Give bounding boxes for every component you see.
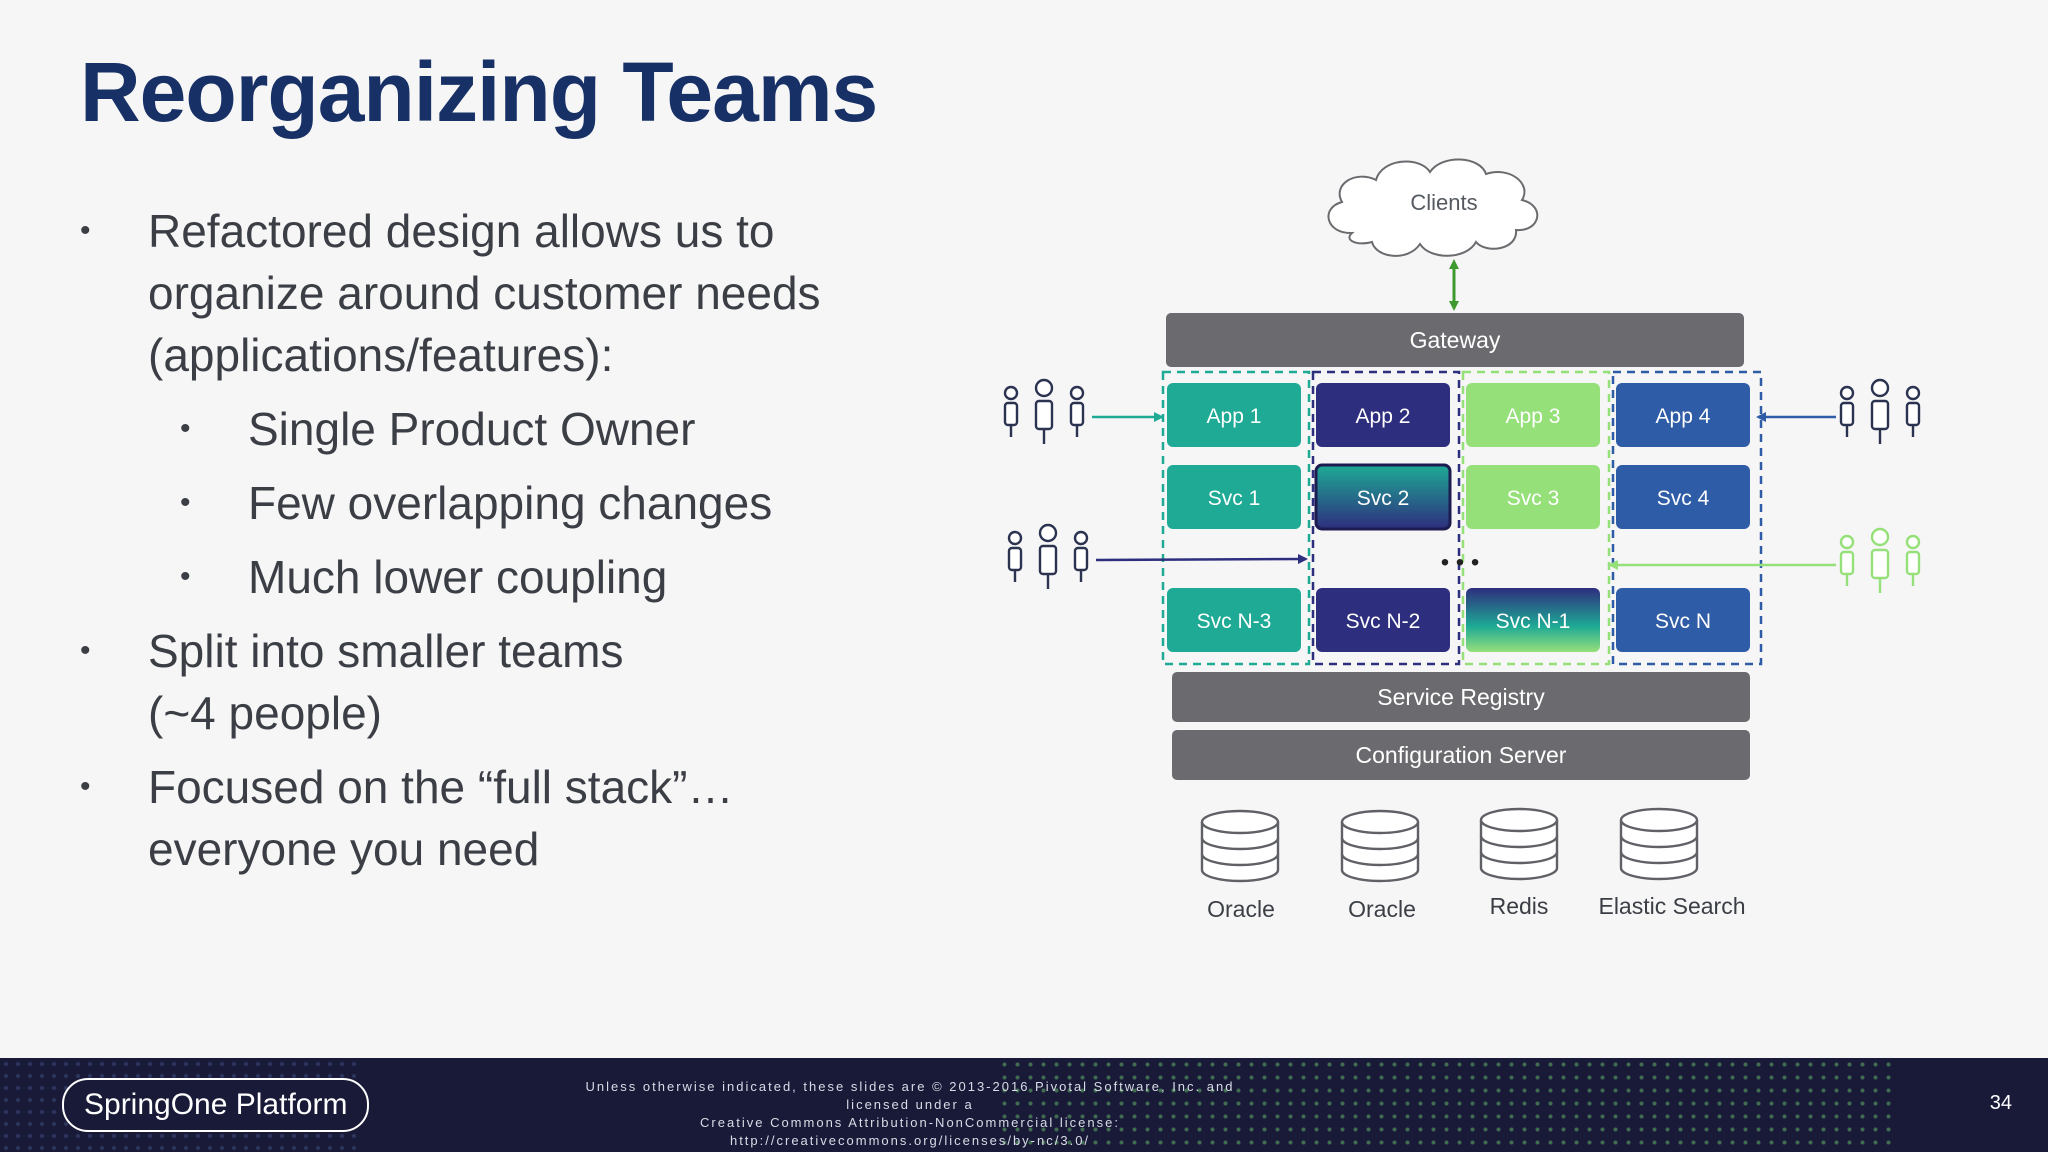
people-icon	[1839, 527, 1921, 593]
people-icon	[1003, 378, 1085, 444]
bullet-item: Split into smaller teams (~4 people)	[80, 620, 960, 744]
svc-label: Svc N-2	[1346, 610, 1421, 633]
svc-box	[1316, 588, 1450, 652]
svc-box	[1466, 465, 1600, 529]
app-box	[1167, 383, 1301, 447]
arrow-icon	[1095, 554, 1308, 565]
people-icon	[1007, 523, 1089, 589]
bullet-line: everyone you need	[148, 823, 540, 875]
svc-box	[1167, 588, 1301, 652]
database-label: Redis	[1490, 893, 1549, 919]
team-3-boundary	[1461, 370, 1611, 666]
sub-bullet-item: Few overlapping changes	[80, 472, 960, 534]
team-4-boundary	[1611, 370, 1763, 666]
footer-bar: SpringOne Platform Unless otherwise indi…	[0, 1058, 2048, 1152]
database-icon	[1340, 809, 1420, 883]
svc-label: Svc 4	[1657, 487, 1710, 510]
bullet-line: organize around customer needs	[148, 267, 821, 319]
team-1-boundary	[1161, 370, 1311, 666]
svc-label: Svc N	[1655, 610, 1711, 633]
database-label: Elastic Search	[1598, 893, 1745, 919]
clients-cloud-icon: Clients	[1327, 158, 1539, 257]
svc-box	[1466, 588, 1600, 652]
app-box	[1316, 383, 1450, 447]
app-label: App 4	[1656, 405, 1711, 428]
bullet-item: Focused on the “full stack”… everyone yo…	[80, 756, 960, 880]
database-label: Oracle	[1207, 896, 1275, 922]
svc-label: Svc 1	[1208, 487, 1261, 510]
app-label: App 1	[1207, 405, 1262, 428]
gateway-label: Gateway	[1410, 327, 1501, 353]
svc-label: Svc 3	[1507, 487, 1560, 510]
database-label: Oracle	[1348, 896, 1416, 922]
app-box	[1616, 383, 1750, 447]
svc-label: Svc N-3	[1197, 610, 1272, 633]
service-registry-label: Service Registry	[1377, 684, 1545, 710]
page-number: 34	[1989, 1092, 2012, 1114]
config-server-bar	[1172, 730, 1750, 780]
architecture-diagram: Clients Gateway App 1 Svc 1 Svc N-3 App …	[1003, 158, 1921, 922]
app-label: App 3	[1506, 405, 1561, 428]
sub-bullet-list: Single Product Owner Few overlapping cha…	[80, 398, 960, 608]
app-label: App 2	[1356, 405, 1411, 428]
svc-box	[1616, 465, 1750, 529]
slide-title: Reorganizing Teams	[80, 45, 878, 139]
svc-box	[1616, 588, 1750, 652]
config-server-label: Configuration Server	[1356, 742, 1567, 768]
app-box	[1466, 383, 1600, 447]
svc-box	[1167, 465, 1301, 529]
sub-bullet-item: Single Product Owner	[80, 398, 960, 460]
bullet-line: (applications/features):	[148, 329, 614, 381]
bullet-line: Focused on the “full stack”…	[148, 761, 734, 813]
people-icon	[1839, 378, 1921, 444]
clients-label: Clients	[1410, 190, 1477, 215]
bullet-line: Split into smaller teams	[148, 625, 624, 677]
service-registry-bar	[1172, 672, 1750, 722]
svc-label: Svc 2	[1357, 487, 1410, 510]
database-icon	[1479, 807, 1559, 881]
springone-logo: SpringOne Platform	[62, 1078, 370, 1132]
footer-texture	[998, 1058, 1898, 1152]
database-icon	[1619, 807, 1699, 881]
bullet-item: Refactored design allows us to organize …	[80, 200, 960, 386]
license-line: Creative Commons Attribution-NonCommerci…	[700, 1115, 1120, 1148]
license-line: Unless otherwise indicated, these slides…	[585, 1079, 1235, 1112]
bullet-list: Refactored design allows us to organize …	[80, 200, 960, 892]
gateway-bar	[1166, 313, 1744, 367]
bullet-line: (~4 people)	[148, 687, 382, 739]
database-icon	[1200, 809, 1280, 883]
svc-box	[1314, 463, 1452, 531]
team-2-boundary	[1311, 370, 1461, 666]
svc-label: Svc N-1	[1496, 610, 1571, 633]
bullet-line: Refactored design allows us to	[148, 205, 775, 257]
license-text: Unless otherwise indicated, these slides…	[560, 1078, 1260, 1150]
ellipsis: • • •	[1441, 549, 1480, 576]
sub-bullet-item: Much lower coupling	[80, 546, 960, 608]
